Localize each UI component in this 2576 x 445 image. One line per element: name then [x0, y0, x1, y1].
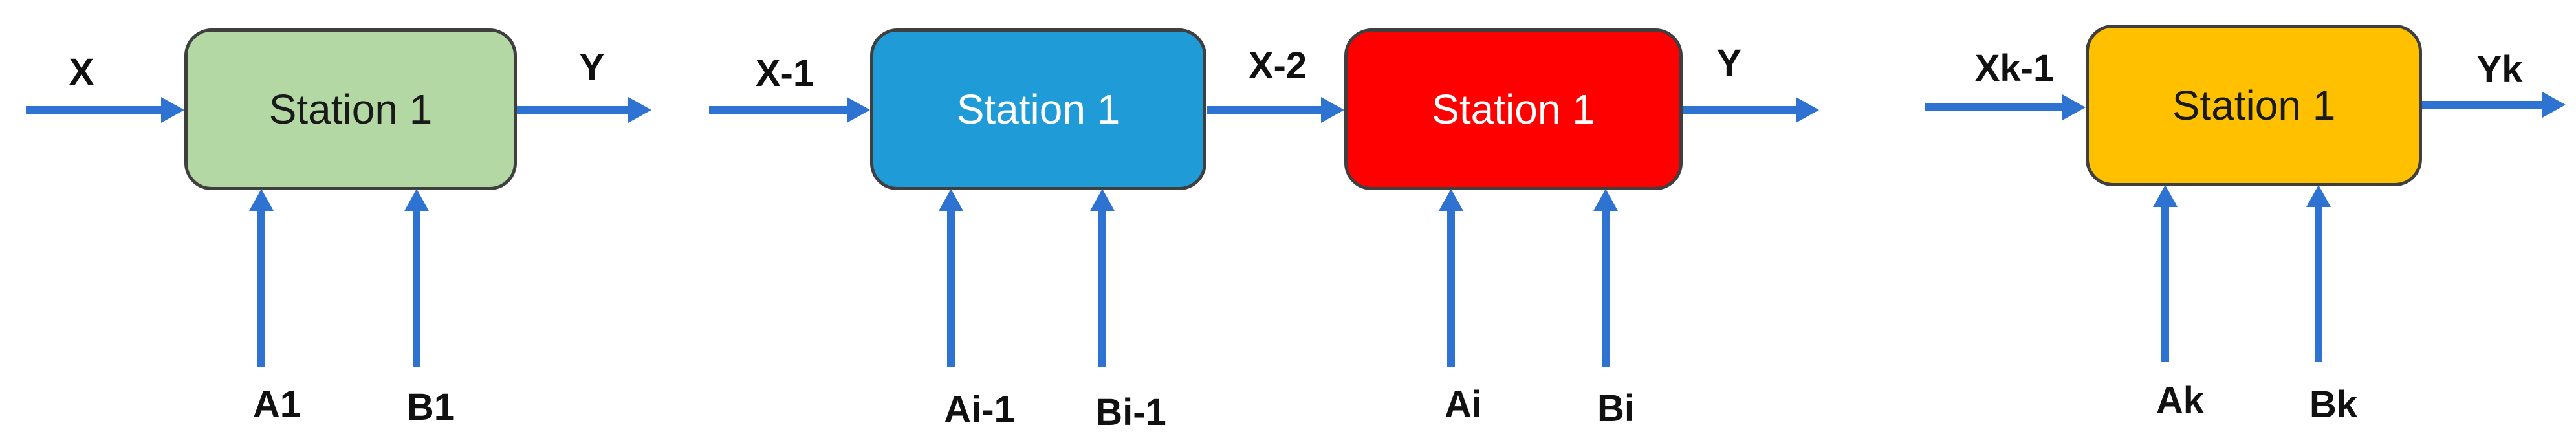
resource-input-arrow [2304, 185, 2333, 362]
arrow-head-right-icon [1796, 97, 1819, 123]
station-box: Station 1 [184, 28, 517, 190]
arrow-head-up-icon [1090, 189, 1115, 211]
arrow-head-right-icon [2062, 94, 2086, 120]
arrow-shaft [1683, 106, 1796, 114]
arrow-shaft [1602, 211, 1610, 367]
station-label: Station 1 [1432, 86, 1595, 133]
station-label: Station 1 [2172, 82, 2336, 129]
resource-label: Bk [2309, 384, 2358, 426]
connector-flow-arrow [1207, 96, 1344, 124]
resource-input-arrow [402, 189, 431, 367]
output-label: Y [579, 47, 605, 89]
output-flow-arrow [1683, 96, 1819, 124]
arrow-head-up-icon [404, 189, 429, 211]
output-label: X-2 [1248, 45, 1307, 87]
resource-label: Bi-1 [1095, 391, 1166, 433]
arrow-head-right-icon [1321, 97, 1344, 123]
output-label: Y [1716, 42, 1742, 84]
arrow-head-right-icon [161, 97, 184, 123]
arrow-head-up-icon [939, 189, 963, 211]
resource-input-arrow [247, 189, 276, 367]
input-flow-arrow [26, 96, 184, 124]
arrow-head-up-icon [1439, 189, 1463, 211]
arrow-shaft [1207, 106, 1321, 114]
arrow-shaft [1925, 103, 2062, 111]
arrow-shaft [1447, 211, 1455, 367]
input-flow-arrow [709, 96, 870, 124]
input-label: X [69, 51, 94, 93]
arrow-shaft [2315, 207, 2322, 362]
input-flow-arrow [1925, 93, 2086, 122]
arrow-shaft [26, 106, 161, 114]
output-flow-arrow [2422, 91, 2566, 119]
station-box: Station 1 [870, 28, 1206, 190]
arrow-shaft [413, 211, 420, 367]
output-label: Yk [2476, 49, 2523, 91]
input-label: X-1 [755, 52, 814, 94]
arrow-head-right-icon [628, 97, 651, 123]
station-label: Station 1 [268, 86, 433, 133]
resource-label: Ai-1 [944, 389, 1015, 431]
arrow-head-right-icon [847, 97, 870, 123]
resource-label: Bi [1597, 387, 1635, 429]
arrow-shaft [947, 211, 955, 367]
arrow-head-up-icon [249, 189, 274, 211]
resource-input-arrow [1591, 189, 1620, 367]
arrow-shaft [517, 106, 628, 114]
arrow-shaft [1098, 211, 1106, 367]
resource-input-arrow [1437, 189, 1465, 367]
arrow-shaft [257, 211, 265, 367]
resource-label: Ak [2156, 380, 2205, 422]
arrow-head-up-icon [2306, 185, 2331, 207]
station-label: Station 1 [956, 86, 1120, 133]
arrow-shaft [2161, 207, 2169, 362]
resource-label: A1 [252, 384, 301, 426]
resource-input-arrow [937, 189, 965, 367]
output-flow-arrow [517, 96, 651, 124]
arrow-head-up-icon [1593, 189, 1618, 211]
arrow-head-up-icon [2153, 185, 2178, 207]
station-box: Station 1 [1344, 28, 1683, 190]
resource-label: B1 [406, 386, 455, 428]
station-box: Station 1 [2086, 25, 2422, 186]
arrow-head-right-icon [2542, 92, 2566, 118]
resource-label: Ai [1445, 384, 1482, 426]
resource-input-arrow [1088, 189, 1117, 367]
arrow-shaft [709, 106, 847, 114]
input-label: Xk-1 [1974, 47, 2055, 89]
resource-input-arrow [2151, 185, 2179, 362]
arrow-shaft [2422, 101, 2542, 109]
